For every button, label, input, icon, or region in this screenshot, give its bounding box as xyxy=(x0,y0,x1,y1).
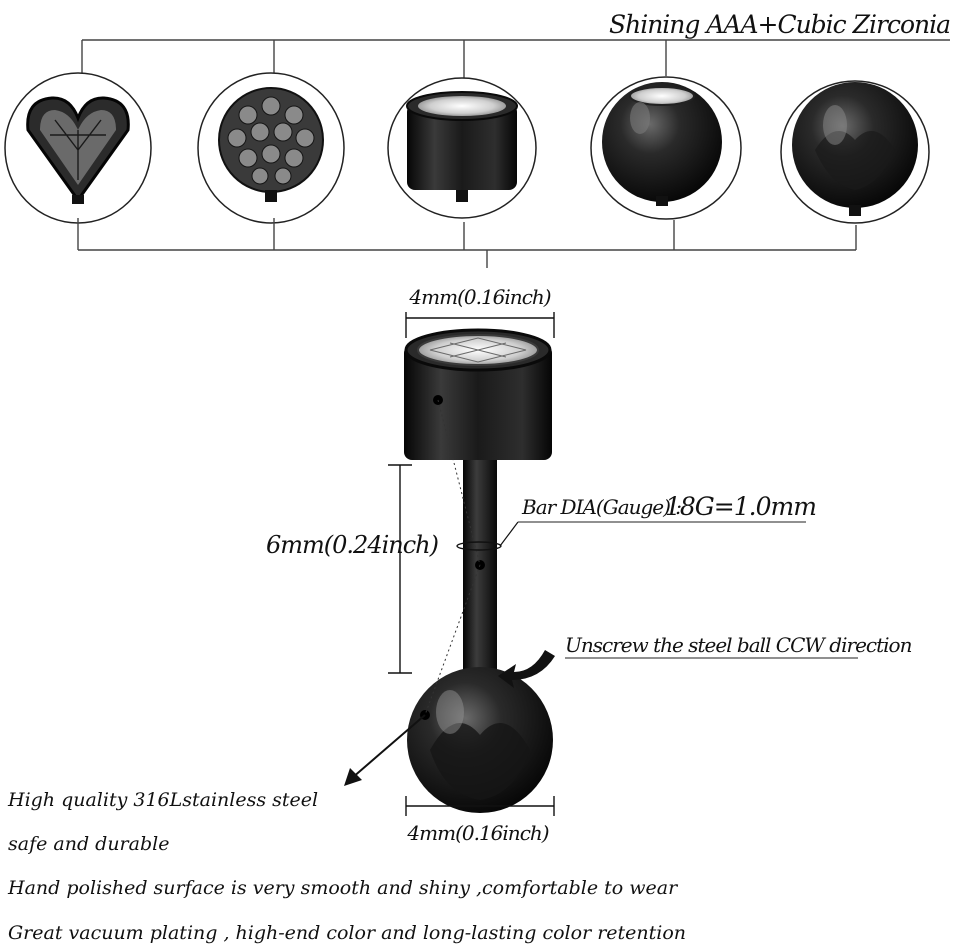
title: Shining AAA+Cubic Zirconia xyxy=(609,10,950,39)
bottom-width-label: 4mm(0.16inch) xyxy=(406,821,548,845)
bottom-width-dimension: 4mm(0.16inch) xyxy=(405,796,555,845)
feature-item: High quality 316Lstainless steel xyxy=(7,789,318,811)
variant-plain-ball xyxy=(780,80,930,224)
top-bracket xyxy=(81,39,950,83)
gauge-label: Bar DIA(Gauge) : xyxy=(521,495,681,519)
feature-item: Hand polished surface is very smooth and… xyxy=(7,877,679,899)
unscrew-callout: Unscrew the steel ball CCW direction xyxy=(498,633,913,688)
unscrew-label: Unscrew the steel ball CCW direction xyxy=(565,633,912,657)
gauge-value: 18G=1.0mm xyxy=(665,492,816,521)
length-label: 6mm(0.24inch) xyxy=(266,531,439,559)
material-arrow xyxy=(344,714,426,786)
variant-crystal-ball xyxy=(197,72,345,224)
variant-heart-gem xyxy=(4,72,152,224)
top-width-dimension: 4mm(0.16inch) xyxy=(405,285,555,338)
top-width-label: 4mm(0.16inch) xyxy=(408,285,550,309)
feature-item: safe and durable xyxy=(8,833,169,855)
variant-ball-with-gem xyxy=(590,76,742,220)
length-dimension: 6mm(0.24inch) xyxy=(266,464,440,674)
variant-bezel-gem xyxy=(387,77,537,219)
main-barbell xyxy=(404,328,553,813)
bottom-bracket xyxy=(77,218,857,268)
ccw-arrow-icon xyxy=(498,650,555,688)
feature-item: Great vacuum plating , high-end color an… xyxy=(8,922,686,944)
features-list: High quality 316Lstainless steel safe an… xyxy=(7,789,686,944)
gauge-callout: Bar DIA(Gauge) : 18G=1.0mm xyxy=(456,492,817,551)
